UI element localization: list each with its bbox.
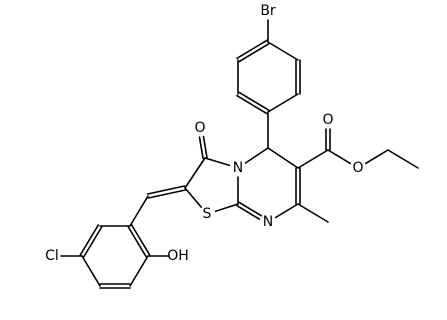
bond-N2-C8a — [238, 201, 263, 217]
bond-C3-O1-second — [198, 136, 204, 160]
bond-c6-c1 — [238, 42, 270, 63]
bond-a5-a6 — [129, 255, 149, 287]
atom-symbol-cl: Cl — [45, 248, 59, 264]
atom-label-cl: Cl — [45, 248, 59, 264]
bond-a3-a4 — [81, 255, 101, 287]
atom-symbol-o3: O — [352, 160, 363, 176]
bond-O3-Et1 — [364, 149, 389, 165]
atom-label-br: Br — [260, 3, 276, 19]
bond-C5-C6 — [267, 147, 299, 169]
atom-symbol-s: S — [203, 206, 212, 222]
bond-C7-Me — [297, 203, 329, 223]
atom-label-n: N — [233, 160, 243, 176]
bond-C8a-S — [214, 203, 239, 212]
atom-symbol-n2: N — [263, 214, 273, 230]
bond-c1-c2 — [267, 41, 299, 61]
atom-label-o1: O — [194, 120, 205, 136]
atom-symbol-br: Br — [260, 3, 276, 19]
bond-c4-c5-second — [236, 94, 268, 115]
bond-a2-a3-second — [82, 226, 103, 258]
bond-c3-c4 — [267, 93, 299, 113]
bond-c4-c5 — [238, 91, 270, 112]
bond-Cest-O3 — [327, 149, 352, 165]
bond-a2-a3 — [79, 224, 100, 256]
atom-label-oh: OH — [167, 248, 189, 264]
bond-C3-O1 — [202, 135, 208, 159]
atom-label-o3: O — [352, 160, 363, 176]
bond-S-C2 — [184, 187, 202, 208]
atom-symbol-o1: O — [194, 120, 205, 136]
bond-C2-C3 — [184, 157, 206, 189]
bond-C2-CH — [146, 185, 186, 195]
bond-a6-a1-second — [127, 226, 148, 258]
bond-C3-N — [204, 157, 231, 167]
bond-c6-c1-second — [236, 39, 268, 60]
atom-symbol-o2: O — [322, 112, 333, 128]
bond-C2-CH-second — [147, 189, 187, 199]
atom-symbol-n: N — [233, 160, 243, 176]
atom-symbol-oh: OH — [167, 248, 189, 264]
bond-CH-a1 — [129, 195, 149, 227]
atom-label-s: S — [203, 206, 212, 222]
bond-N2-C8a-second — [236, 204, 261, 220]
bond-N-C5 — [244, 147, 269, 164]
atom-label-n2: N — [263, 214, 273, 230]
bond-C7-N2 — [274, 203, 299, 219]
bond-C6-Cest — [297, 149, 329, 169]
bond-Et1-Et2 — [387, 149, 419, 169]
bond-a6-a1 — [130, 224, 151, 256]
atom-label-o2: O — [322, 112, 333, 128]
